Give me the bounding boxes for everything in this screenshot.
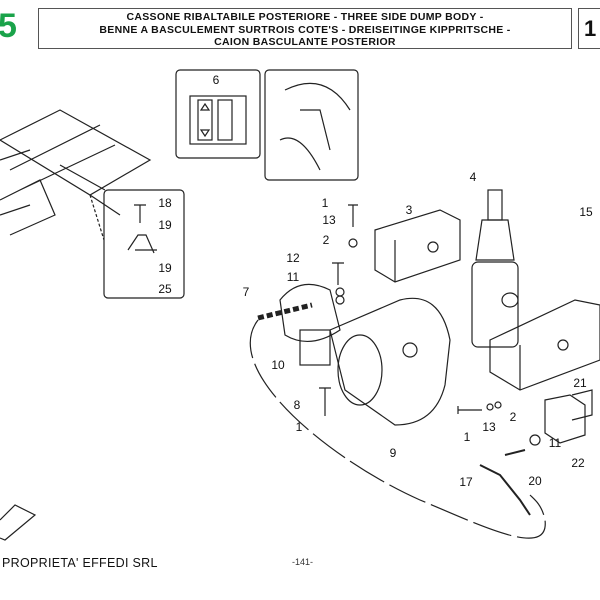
chassis-frame: [0, 109, 152, 236]
callout-20: 20: [528, 474, 542, 488]
callout-8: 8: [293, 398, 301, 412]
title-line: CAION BASCULANTE POSTERIOR: [214, 36, 396, 48]
callout-11: 11: [286, 270, 300, 284]
bracket-15: [489, 299, 600, 391]
callout-21: 21: [573, 376, 587, 390]
callout-13: 13: [482, 420, 496, 434]
switch-panel: [189, 95, 247, 145]
callout-19: 19: [158, 218, 172, 232]
callout-25: 25: [158, 282, 172, 296]
callout-7: 7: [242, 285, 250, 299]
callout-3: 3: [405, 203, 413, 217]
bracket-detail: [127, 204, 157, 254]
cab-dashboard-inset: [264, 69, 359, 181]
callout-15: 15: [579, 205, 593, 219]
title-line: CASSONE RIBALTABILE POSTERIORE - THREE S…: [126, 11, 484, 23]
callout-22: 22: [571, 456, 585, 470]
callout-17: 17: [459, 475, 473, 489]
owner-notice: PROPRIETA' EFFEDI SRL: [2, 556, 158, 570]
bolt-detail-inset: [103, 189, 185, 299]
callout-4: 4: [469, 170, 477, 184]
callout-2: 2: [509, 410, 517, 424]
callout-6: 6: [212, 73, 220, 87]
callout-1: 1: [321, 196, 329, 210]
callout-10: 10: [271, 358, 285, 372]
tipping-cylinder: [471, 189, 519, 348]
section-number: 5: [0, 7, 17, 45]
callout-19: 19: [158, 261, 172, 275]
callout-2: 2: [322, 233, 330, 247]
bracket-3: [374, 209, 461, 283]
callout-13: 13: [322, 213, 336, 227]
valve-block: [544, 394, 586, 444]
callout-9: 9: [389, 446, 397, 460]
title-box: CASSONE RIBALTABILE POSTERIORE - THREE S…: [38, 8, 572, 49]
callout-18: 18: [158, 196, 172, 210]
callout-1: 1: [295, 420, 303, 434]
hydraulic-hose: [249, 319, 546, 539]
page-number: -141-: [292, 557, 314, 567]
callout-11: 11: [548, 436, 562, 450]
switch-panel-inset: [175, 69, 261, 159]
callout-12: 12: [286, 251, 300, 265]
page-box: 1: [578, 8, 600, 49]
title-line: BENNE A BASCULEMENT SURTROIS COTE'S - DR…: [99, 23, 511, 36]
callout-1: 1: [463, 430, 471, 444]
hydraulic-power-pack: [279, 283, 451, 426]
